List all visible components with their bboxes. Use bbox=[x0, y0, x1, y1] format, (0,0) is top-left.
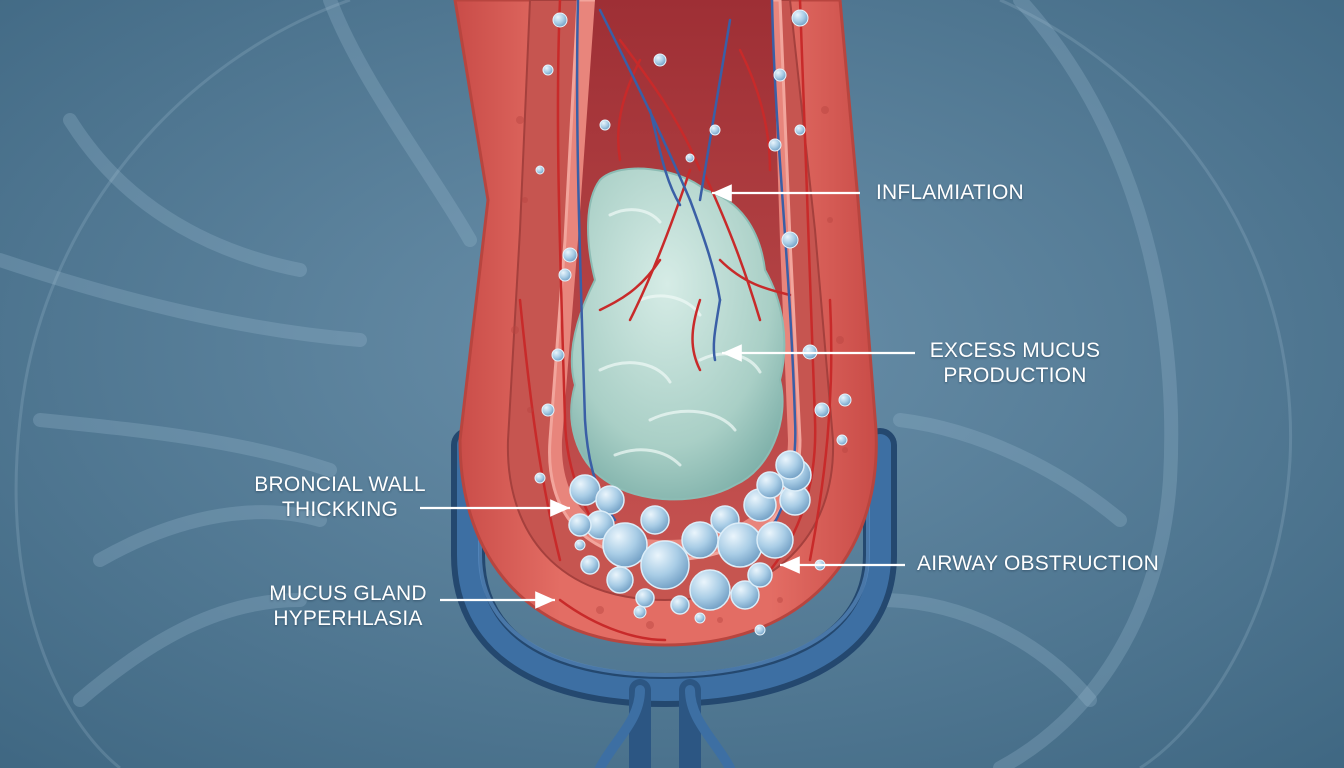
label-inflammation-line-1: INFLAMIATION bbox=[876, 181, 1024, 204]
label-wall-thickening: BRONCIAL WALL THICKKING bbox=[250, 472, 430, 522]
label-airway-obstruction-line-1: AIRWAY OBSTRUCTION bbox=[917, 552, 1160, 575]
lung-silhouettes bbox=[0, 0, 1179, 768]
label-gland-hyperplasia-line-2: HYPERHLASIA bbox=[273, 607, 423, 630]
leader-arrows bbox=[420, 184, 915, 609]
label-excess-mucus-line-1: EXCESS MUCUS bbox=[929, 339, 1101, 362]
label-excess-mucus-line-2: PRODUCTION bbox=[943, 364, 1087, 387]
wall-cells bbox=[511, 106, 848, 629]
label-gland-hyperplasia-line-1: MUCUS GLAND bbox=[269, 582, 427, 605]
label-excess-mucus: EXCESS MUCUS PRODUCTION bbox=[928, 338, 1102, 388]
label-wall-thickening-line-2: THICKKING bbox=[281, 498, 399, 521]
label-inflammation: INFLAMIATION bbox=[876, 180, 1024, 205]
obstruction-bubbles bbox=[568, 450, 812, 615]
label-airway-obstruction: AIRWAY OBSTRUCTION bbox=[917, 551, 1159, 576]
scattered-bubbles bbox=[534, 9, 852, 636]
lung-outline bbox=[14, 0, 1293, 768]
label-gland-hyperplasia: MUCUS GLAND HYPERHLASIA bbox=[258, 581, 438, 631]
cartilage-ring bbox=[451, 428, 897, 768]
label-wall-thickening-line-1: BRONCIAL WALL bbox=[254, 473, 426, 496]
